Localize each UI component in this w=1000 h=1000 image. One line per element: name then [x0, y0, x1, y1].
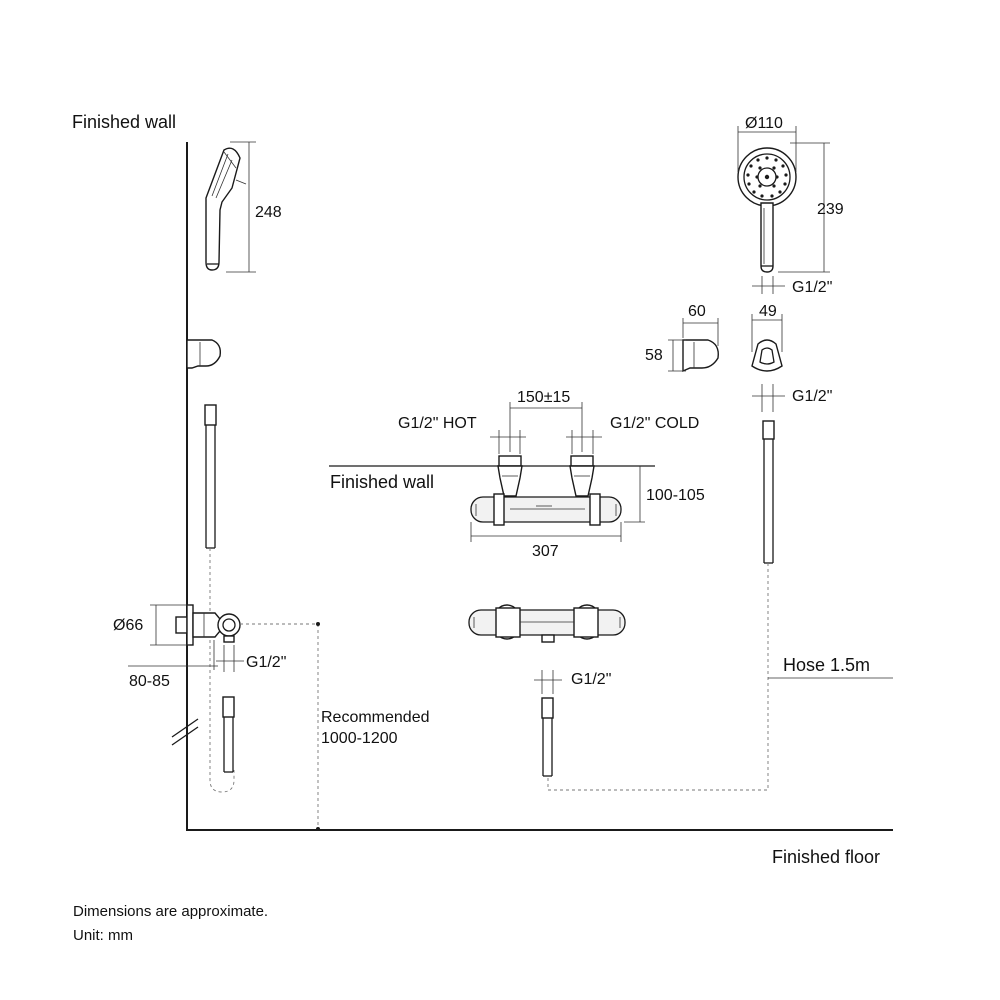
- hose-side-view: [204, 404, 235, 793]
- bath-hose-thread-label: G1/2": [571, 671, 611, 688]
- mixer-length-dim: [470, 522, 622, 542]
- bath-hose-thread-dim: [534, 670, 562, 694]
- cold-inlet-dim: [566, 430, 602, 454]
- mixer-diameter-label: Ø66: [113, 617, 143, 634]
- mixer-length-label: 307: [532, 543, 559, 560]
- spray-nozzles: [746, 156, 788, 198]
- handshower-side-view: [205, 147, 247, 271]
- handshower-thread-dim: [752, 276, 785, 294]
- holder-width-dim: [682, 318, 719, 346]
- recommended-label-line1: Recommended: [321, 709, 430, 726]
- cold-inlet-label: G1/2" COLD: [610, 415, 699, 432]
- mixer-front-view: [468, 604, 626, 643]
- wall-distance-dim: [624, 466, 645, 523]
- holder-thread-dim: [752, 384, 785, 412]
- inlet-spacing-label: 150±15: [517, 389, 570, 406]
- handshower-length-side-label: 248: [255, 204, 282, 221]
- handshower-length-side-dim: [226, 141, 256, 273]
- mixer-top-view: [470, 455, 622, 526]
- mixer-projection-label: 80-85: [129, 673, 170, 690]
- hose-front-view: [547, 420, 775, 791]
- hot-inlet-label: G1/2" HOT: [398, 415, 477, 432]
- handshower-diameter-dim: [737, 126, 797, 172]
- hose-length-label: Hose 1.5m: [783, 655, 870, 675]
- holder-front-view: [751, 339, 783, 372]
- note-approximate: Dimensions are approximate.: [73, 903, 268, 920]
- recommended-label-line2: 1000-1200: [321, 730, 398, 747]
- inlet-spacing-dim: [509, 402, 583, 452]
- holder-front-width-label: 49: [759, 303, 777, 320]
- mixer-outlet-thread-label: G1/2": [246, 654, 286, 671]
- handshower-diameter-label: Ø110: [745, 115, 783, 132]
- mixer-projection-dim: [128, 640, 218, 670]
- bath-hose: [541, 697, 554, 777]
- holder-height-dim: [668, 339, 686, 372]
- holder-front-width-dim: [751, 314, 783, 352]
- wall-distance-label: 100-105: [646, 487, 705, 504]
- recommended-height-dim: [240, 622, 320, 831]
- holder-width-label: 60: [688, 303, 706, 320]
- break-symbol: [171, 718, 199, 746]
- handshower-length-front-label: 239: [817, 201, 844, 218]
- finished-wall-label-top: Finished wall: [72, 112, 176, 132]
- note-unit: Unit: mm: [73, 927, 133, 944]
- holder-height-label: 58: [645, 347, 663, 364]
- hot-inlet-dim: [490, 430, 526, 454]
- holder-profile-view: [682, 339, 719, 373]
- finished-floor-label: Finished floor: [772, 847, 880, 867]
- mixer-diameter-dim: [150, 604, 190, 646]
- mixer-outlet-thread-dim: [216, 645, 244, 672]
- holder-side-view: [186, 339, 222, 369]
- finished-wall-label-mid: Finished wall: [330, 472, 434, 492]
- mixer-side-view: [175, 604, 241, 646]
- handshower-thread-label: G1/2": [792, 279, 832, 296]
- handshower-length-front-dim: [778, 142, 830, 273]
- holder-thread-label: G1/2": [792, 388, 832, 405]
- handshower-front-view: [737, 147, 797, 273]
